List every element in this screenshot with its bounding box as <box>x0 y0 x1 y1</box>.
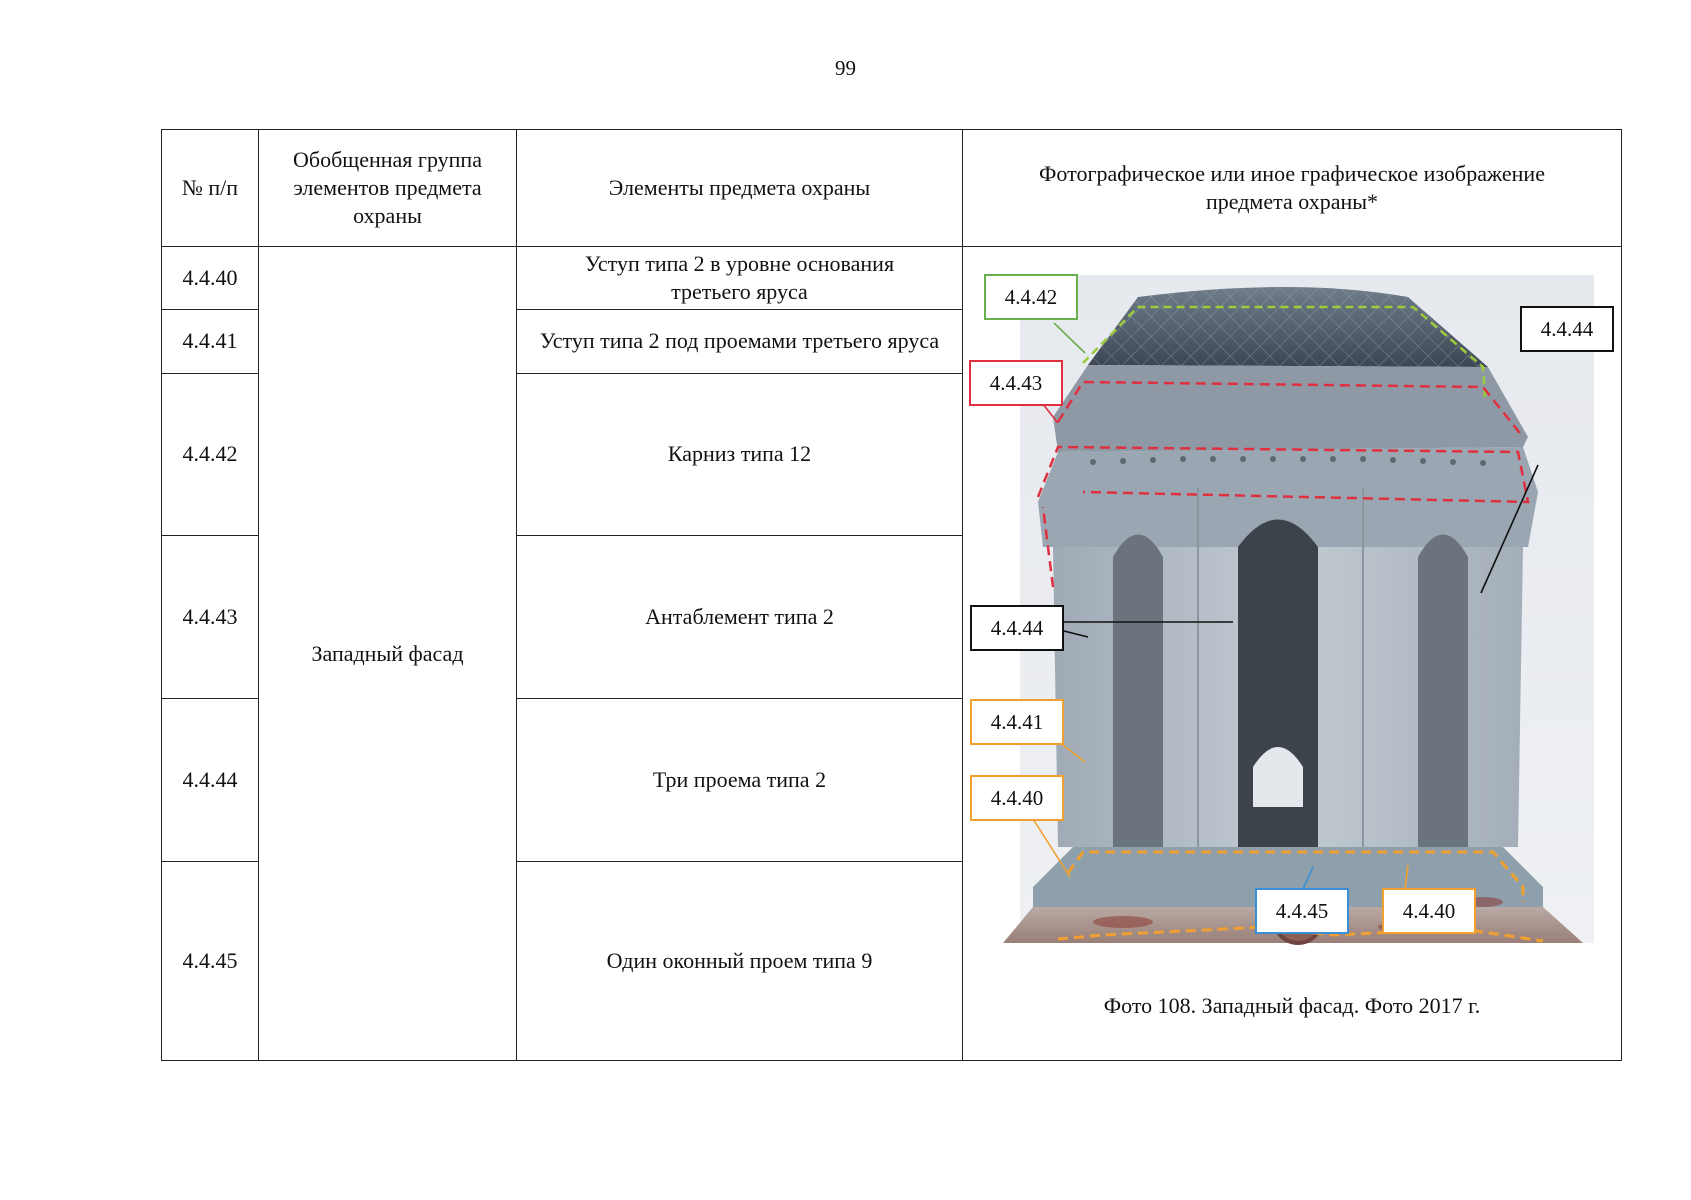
header-photo: Фотографическое или иное графическое изо… <box>962 129 1622 247</box>
row-element: Один оконный проем типа 9 <box>516 860 963 1062</box>
label-4-4-44-right: 4.4.44 <box>1540 317 1594 341</box>
header-group: Обобщенная группа элементов предмета охр… <box>258 129 517 247</box>
row-num: 4.4.45 <box>161 860 259 1062</box>
arch-opening-left <box>1113 534 1163 847</box>
outline-4-4-42 <box>1082 305 1487 398</box>
header-num: № п/п <box>161 129 259 247</box>
photo-figure: 4.4.42 4.4.43 4.4.44 4.4.44 4.4.41 4.4.4… <box>963 247 1621 1060</box>
table-row: 4.4.45 Один оконный проем типа 9 <box>161 860 1622 1062</box>
outline-4-4-43 <box>1036 445 1530 504</box>
label-4-4-40-left: 4.4.40 <box>990 786 1044 810</box>
page-number: 99 <box>835 56 856 80</box>
outline-4-4-41 <box>1066 850 1525 902</box>
photo-caption: Фото 108. Западный фасад. Фото 2017 г. <box>1103 993 1481 1018</box>
label-4-4-42: 4.4.42 <box>1004 285 1058 309</box>
row-num: 4.4.44 <box>161 698 259 862</box>
header-elements: Элементы предмета охраны <box>516 129 963 247</box>
arch-opening-right <box>1418 534 1468 847</box>
row-element: Уступ типа 2 под проемами третьего яруса <box>516 309 963 374</box>
row-num: 4.4.40 <box>161 245 259 311</box>
row-element: Карниз типа 12 <box>516 372 963 537</box>
label-4-4-45: 4.4.45 <box>1275 899 1329 923</box>
protection-items-table: № п/п Обобщенная группа элементов предме… <box>161 129 1622 1062</box>
table-row: 4.4.41 Уступ типа 2 под проемами третьег… <box>161 309 1622 374</box>
row-num: 4.4.42 <box>161 372 259 537</box>
row-element: Три проема типа 2 <box>516 698 963 862</box>
row-num: 4.4.41 <box>161 309 259 374</box>
photo-cell: 4.4.42 4.4.43 4.4.44 4.4.44 4.4.41 4.4.4… <box>962 246 1622 1061</box>
table-row: 4.4.40 Западный фасад Уступ типа 2 в уро… <box>161 245 1622 1061</box>
group-cell: Западный фасад <box>258 246 517 1061</box>
tower-photo <box>969 274 1614 945</box>
row-element: Антаблемент типа 2 <box>516 535 963 700</box>
label-4-4-41: 4.4.41 <box>990 710 1044 734</box>
table-header-row: № п/п Обобщенная группа элементов предме… <box>161 129 1622 247</box>
label-4-4-43: 4.4.43 <box>989 371 1043 395</box>
row-num: 4.4.43 <box>161 535 259 700</box>
label-4-4-40-bottom: 4.4.40 <box>1402 899 1456 923</box>
row-element: Уступ типа 2 в уровне основания третьего… <box>516 245 963 311</box>
label-4-4-44-left: 4.4.44 <box>990 616 1044 640</box>
